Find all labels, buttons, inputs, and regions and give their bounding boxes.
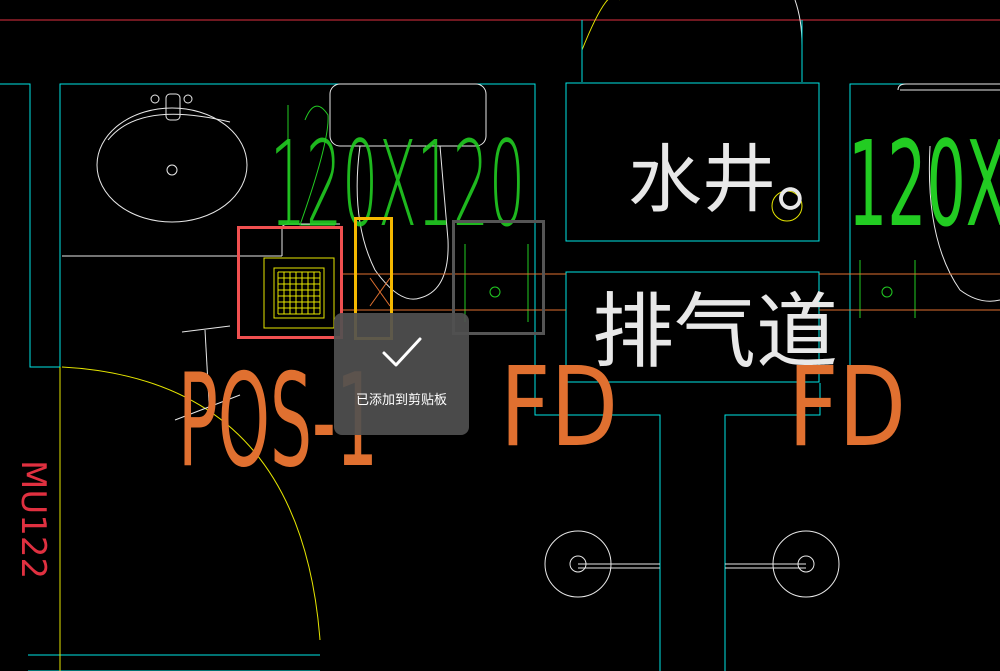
exhaust-duct-label: 排气道 [592, 285, 838, 380]
size-label-left: 120X120 [270, 115, 525, 253]
water-well-label: 水井。 [628, 137, 850, 223]
fd-tag-2: FD [788, 343, 906, 471]
floor-drain [263, 257, 335, 329]
vertical-tag: MU122 [13, 460, 53, 579]
pipe-markers [464, 244, 916, 322]
toilet [329, 83, 1000, 302]
walls [0, 82, 1000, 671]
size-label-left-graphic [287, 105, 335, 226]
water-well-marker [771, 190, 803, 222]
door-swing [59, 366, 321, 671]
selection-box-gray[interactable] [452, 220, 545, 335]
clipboard-toast: 已添加到剪贴板 [334, 313, 469, 435]
sink [62, 93, 340, 257]
floor-outlets [544, 530, 840, 598]
toast-message: 已添加到剪贴板 [355, 393, 447, 408]
size-label-right: 120X [848, 115, 1000, 253]
selection-box-red[interactable] [237, 226, 343, 339]
fd-tag-1: FD [500, 343, 618, 471]
checkmark-icon [382, 337, 421, 367]
door-arc-top [581, 0, 620, 51]
